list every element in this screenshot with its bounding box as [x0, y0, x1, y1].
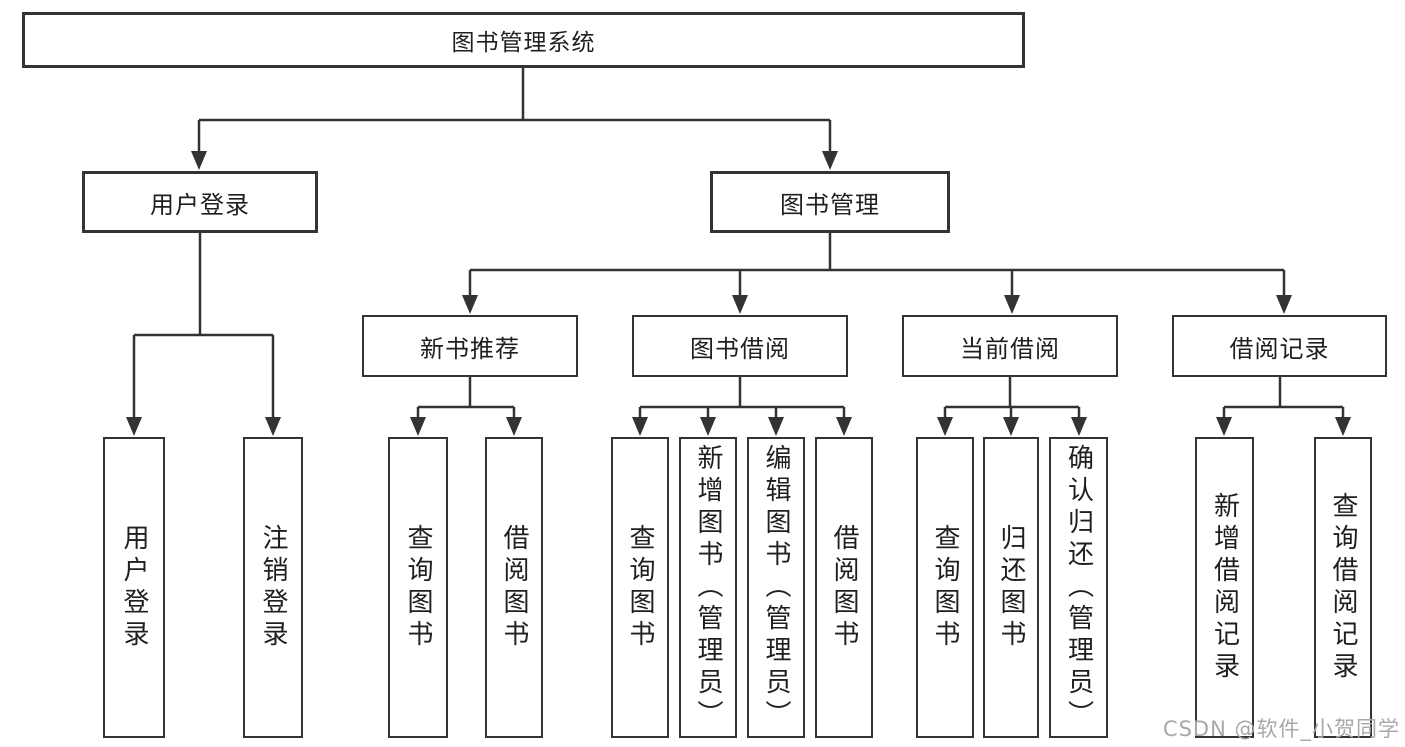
leaf-query-books-recommend: 查询图书: [388, 437, 448, 738]
watermark: CSDN @软件_小贺同学: [1162, 717, 1400, 741]
node-label: 查询图书: [403, 523, 433, 652]
node-label: 确认归还（管理员）: [1063, 443, 1094, 732]
node-label: 借阅图书: [829, 523, 859, 652]
leaf-query-borrow-record: 查询借阅记录: [1314, 437, 1372, 738]
node-book-borrowing: 图书借阅: [632, 315, 848, 377]
leaf-query-books-borrowing: 查询图书: [611, 437, 669, 738]
node-label: 借阅图书: [499, 523, 529, 652]
node-label: 查询借阅记录: [1328, 491, 1358, 684]
node-label: 查询图书: [625, 523, 655, 652]
node-label: 用户登录: [150, 190, 250, 219]
node-borrowing-records: 借阅记录: [1172, 315, 1387, 377]
node-label: 新增图书（管理员）: [693, 443, 723, 732]
node-label: 借阅记录: [1229, 334, 1330, 363]
node-label: 用户登录: [119, 523, 149, 652]
leaf-add-books-admin: 新增图书（管理员）: [679, 437, 737, 738]
leaf-borrow-books-borrowing: 借阅图书: [815, 437, 873, 738]
node-label: 归还图书: [996, 523, 1026, 652]
leaf-edit-books-admin: 编辑图书（管理员）: [747, 437, 805, 738]
leaf-borrow-books-recommend: 借阅图书: [485, 437, 543, 738]
node-user-login: 用户登录: [82, 171, 318, 233]
node-library-management-system: 图书管理系统: [22, 12, 1025, 68]
leaf-confirm-return-admin: 确认归还（管理员）: [1049, 437, 1108, 738]
leaf-return-books: 归还图书: [983, 437, 1039, 738]
node-label: 新书推荐: [420, 334, 520, 363]
leaf-user-login: 用户登录: [103, 437, 165, 738]
node-new-book-recommendation: 新书推荐: [362, 315, 578, 377]
node-label: 编辑图书（管理员）: [761, 443, 791, 732]
leaf-query-books-current: 查询图书: [916, 437, 974, 738]
node-label: 新增借阅记录: [1209, 491, 1240, 684]
node-label: 查询图书: [930, 523, 960, 652]
node-label: 注销登录: [258, 523, 288, 652]
node-label: 图书管理系统: [451, 30, 596, 56]
node-book-management: 图书管理: [710, 171, 950, 233]
node-current-borrowing: 当前借阅: [902, 315, 1118, 377]
node-label: 当前借阅: [960, 334, 1060, 363]
leaf-add-borrow-record: 新增借阅记录: [1195, 437, 1254, 738]
node-label: 图书借阅: [690, 334, 790, 363]
node-label: 图书管理: [780, 190, 880, 219]
leaf-logout: 注销登录: [243, 437, 303, 738]
